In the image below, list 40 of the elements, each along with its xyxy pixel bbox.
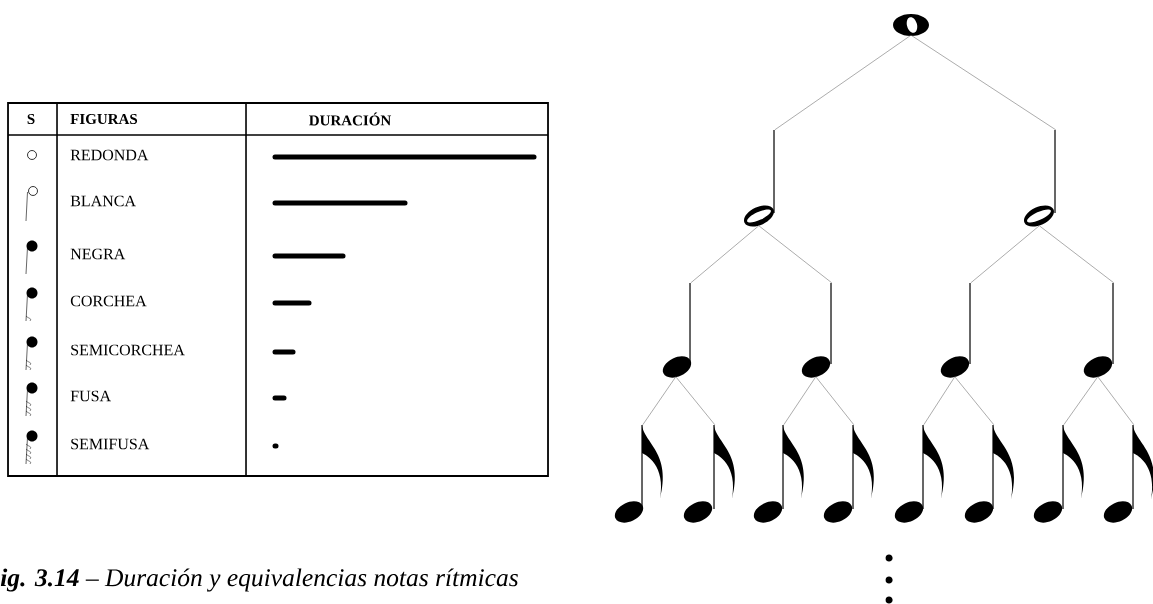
branch-line bbox=[1097, 376, 1135, 426]
note-name: SEMICORCHEA bbox=[71, 344, 185, 356]
eighth-note bbox=[964, 424, 1014, 523]
figure-caption: ig. 3.14 – Duración y equivalencias notas rítmicas bbox=[0, 568, 518, 592]
branch-line bbox=[1063, 376, 1099, 426]
half-note bbox=[1024, 129, 1056, 227]
column-header: DURACIÓN bbox=[309, 112, 392, 126]
branch-line bbox=[675, 376, 716, 426]
branch-line bbox=[783, 376, 817, 426]
note-name: NEGRA bbox=[70, 248, 126, 260]
branch-line bbox=[910, 34, 1057, 131]
whole-note bbox=[893, 14, 929, 36]
branch-line bbox=[954, 376, 995, 426]
branch-line bbox=[970, 225, 1040, 284]
quarter-note bbox=[662, 282, 692, 378]
eighth-note bbox=[894, 424, 944, 523]
quarter-note bbox=[1083, 282, 1114, 378]
branch-line bbox=[642, 376, 677, 426]
branch-line bbox=[1039, 225, 1115, 284]
note-name: FUSA bbox=[70, 390, 111, 402]
column-header: S bbox=[27, 113, 35, 125]
eighth-note bbox=[1033, 424, 1084, 523]
column-header: FIGURAS bbox=[70, 113, 138, 125]
branch-line bbox=[690, 225, 760, 284]
eighth-note bbox=[753, 424, 804, 523]
quarter-note bbox=[940, 282, 971, 378]
eighth-note bbox=[1103, 424, 1153, 523]
quarter-note bbox=[801, 282, 832, 378]
half-note bbox=[744, 129, 775, 227]
branch-line bbox=[815, 376, 855, 426]
note-name: BLANCA bbox=[70, 195, 136, 207]
note-name: CORCHEA bbox=[70, 295, 147, 307]
eighth-note bbox=[614, 424, 663, 523]
eighth-note bbox=[823, 424, 874, 523]
branch-line bbox=[758, 225, 833, 284]
branch-line bbox=[923, 376, 956, 426]
note-name: REDONDA bbox=[70, 149, 149, 161]
eighth-note bbox=[683, 424, 735, 523]
branch-line bbox=[774, 34, 912, 131]
note-name: SEMIFUSA bbox=[71, 438, 150, 450]
